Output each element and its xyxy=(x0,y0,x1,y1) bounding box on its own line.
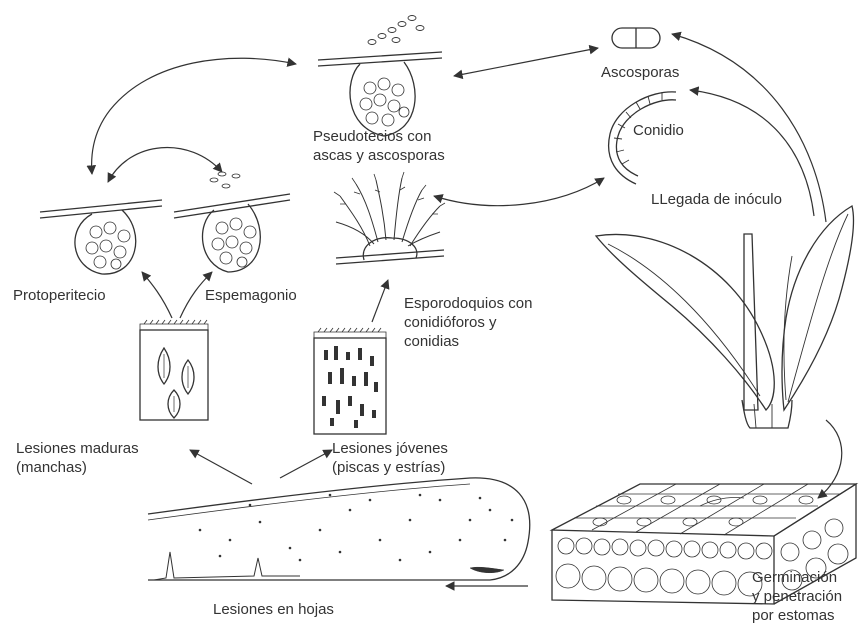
young-lesions-label-line-2: (piscas y estrías) xyxy=(332,458,448,477)
leaf-lesions-illustration xyxy=(148,478,530,580)
pseudothecia-label-line-1: Pseudotecios con xyxy=(313,127,445,146)
sporodochia-label-line-1: Esporodoquios con xyxy=(404,294,532,313)
mature-lesions-label: Lesiones maduras (manchas) xyxy=(16,439,139,477)
germination-label-line-3: por estomas xyxy=(752,606,842,625)
young-lesions-label: Lesiones jóvenes (piscas y estrías) xyxy=(332,439,448,477)
sporodochia-label-line-3: conidias xyxy=(404,332,532,351)
mature-lesions-label-line-2: (manchas) xyxy=(16,458,139,477)
leaf-lesion-dots xyxy=(199,494,514,562)
banana-plant-illustration xyxy=(596,206,854,428)
spermogonium-label: Espemagonio xyxy=(205,286,297,305)
spermogonium-illustration xyxy=(174,172,290,272)
pseudothecium-illustration xyxy=(318,16,442,137)
sporodochia-label: Esporodoquios con conidióforos y conidia… xyxy=(404,294,532,351)
sporodochia-label-line-2: conidióforos y xyxy=(404,313,532,332)
germination-label-line-2: y penetración xyxy=(752,587,842,606)
leaf-lesions-label: Lesiones en hojas xyxy=(213,600,334,619)
germination-label: Germinación y penetración por estomas xyxy=(752,568,842,625)
young-lesion-streaks xyxy=(322,346,378,428)
ascospores-label: Ascosporas xyxy=(601,63,679,82)
protoperithecium-illustration xyxy=(40,200,162,274)
mature-lesions-label-line-1: Lesiones maduras xyxy=(16,439,139,458)
pseudothecia-label: Pseudotecios con ascas y ascosporas xyxy=(313,127,445,165)
sporodochium-illustration xyxy=(334,172,445,264)
inoculum-arrival-label: LLegada de inóculo xyxy=(651,190,782,209)
mature-lesions-card xyxy=(140,320,208,420)
protoperithecium-label: Protoperitecio xyxy=(13,286,106,305)
conidium-label: Conidio xyxy=(633,121,684,140)
young-lesions-label-line-1: Lesiones jóvenes xyxy=(332,439,448,458)
germination-label-line-1: Germinación xyxy=(752,568,842,587)
young-lesions-card xyxy=(314,328,386,434)
ascospore-illustration xyxy=(612,28,660,48)
pseudothecia-label-line-2: ascas y ascosporas xyxy=(313,146,445,165)
